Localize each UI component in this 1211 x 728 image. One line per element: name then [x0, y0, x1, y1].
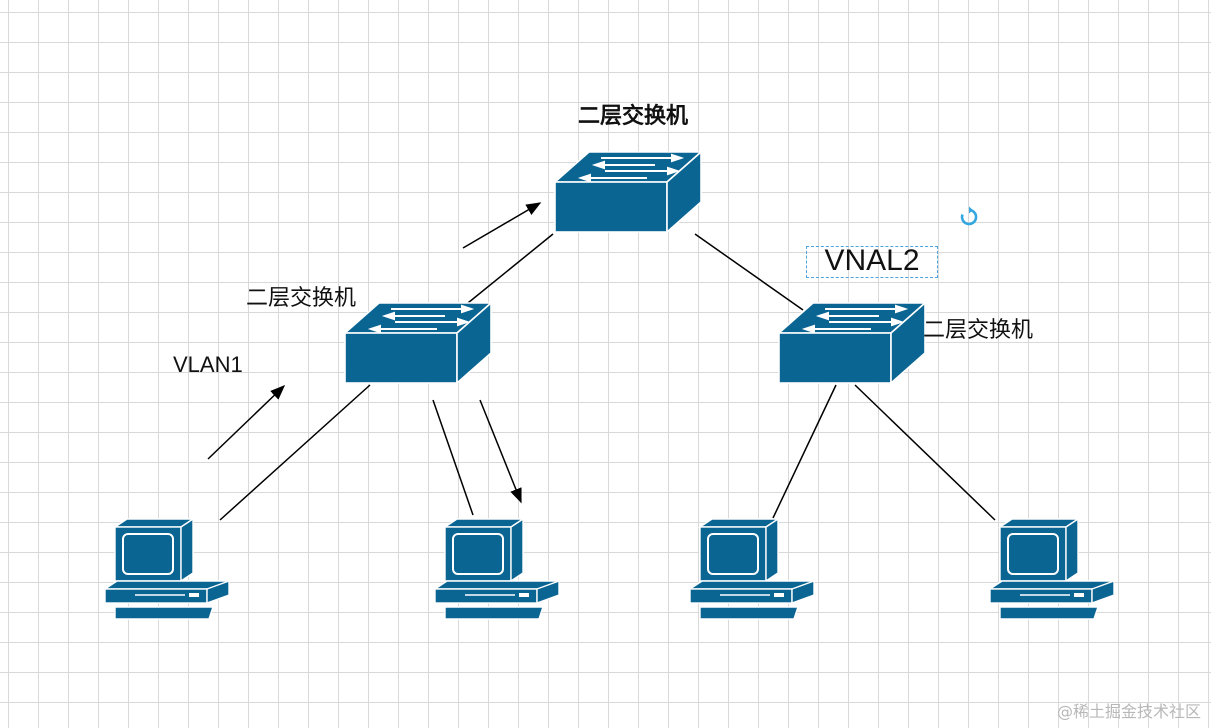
layer2-switch-icon[interactable]	[344, 302, 492, 384]
watermark: @稀土掘金技术社区	[1056, 702, 1201, 721]
connections	[219, 233, 996, 521]
vlan1-label: VLAN1	[173, 352, 243, 377]
arrow-left-to-top-switch	[462, 202, 542, 249]
link-right-pc3	[772, 384, 837, 519]
traffic-arrows	[207, 202, 542, 504]
computer-icon[interactable]	[689, 518, 815, 620]
right-switch-label: 二层交换机	[923, 318, 1034, 343]
computer-icon[interactable]	[989, 518, 1115, 620]
computer-icon[interactable]	[104, 518, 230, 620]
vlan2-label[interactable]: VNAL2	[806, 246, 938, 278]
arrow-pc1-to-left-switch	[207, 384, 286, 460]
arrow-left-switch-to-pc2	[479, 399, 522, 504]
link-left-pc1	[219, 384, 371, 521]
computer-icon[interactable]	[434, 518, 560, 620]
link-top-left	[462, 233, 554, 308]
link-top-right	[694, 233, 804, 311]
left-switch-label: 二层交换机	[246, 286, 357, 311]
layer2-switch-icon[interactable]	[554, 151, 702, 233]
link-left-pc2	[432, 399, 474, 516]
layer2-switch-icon[interactable]	[778, 302, 926, 384]
top-switch-label: 二层交换机	[578, 104, 689, 129]
link-right-pc4	[854, 384, 996, 521]
refresh-icon[interactable]	[958, 206, 980, 228]
